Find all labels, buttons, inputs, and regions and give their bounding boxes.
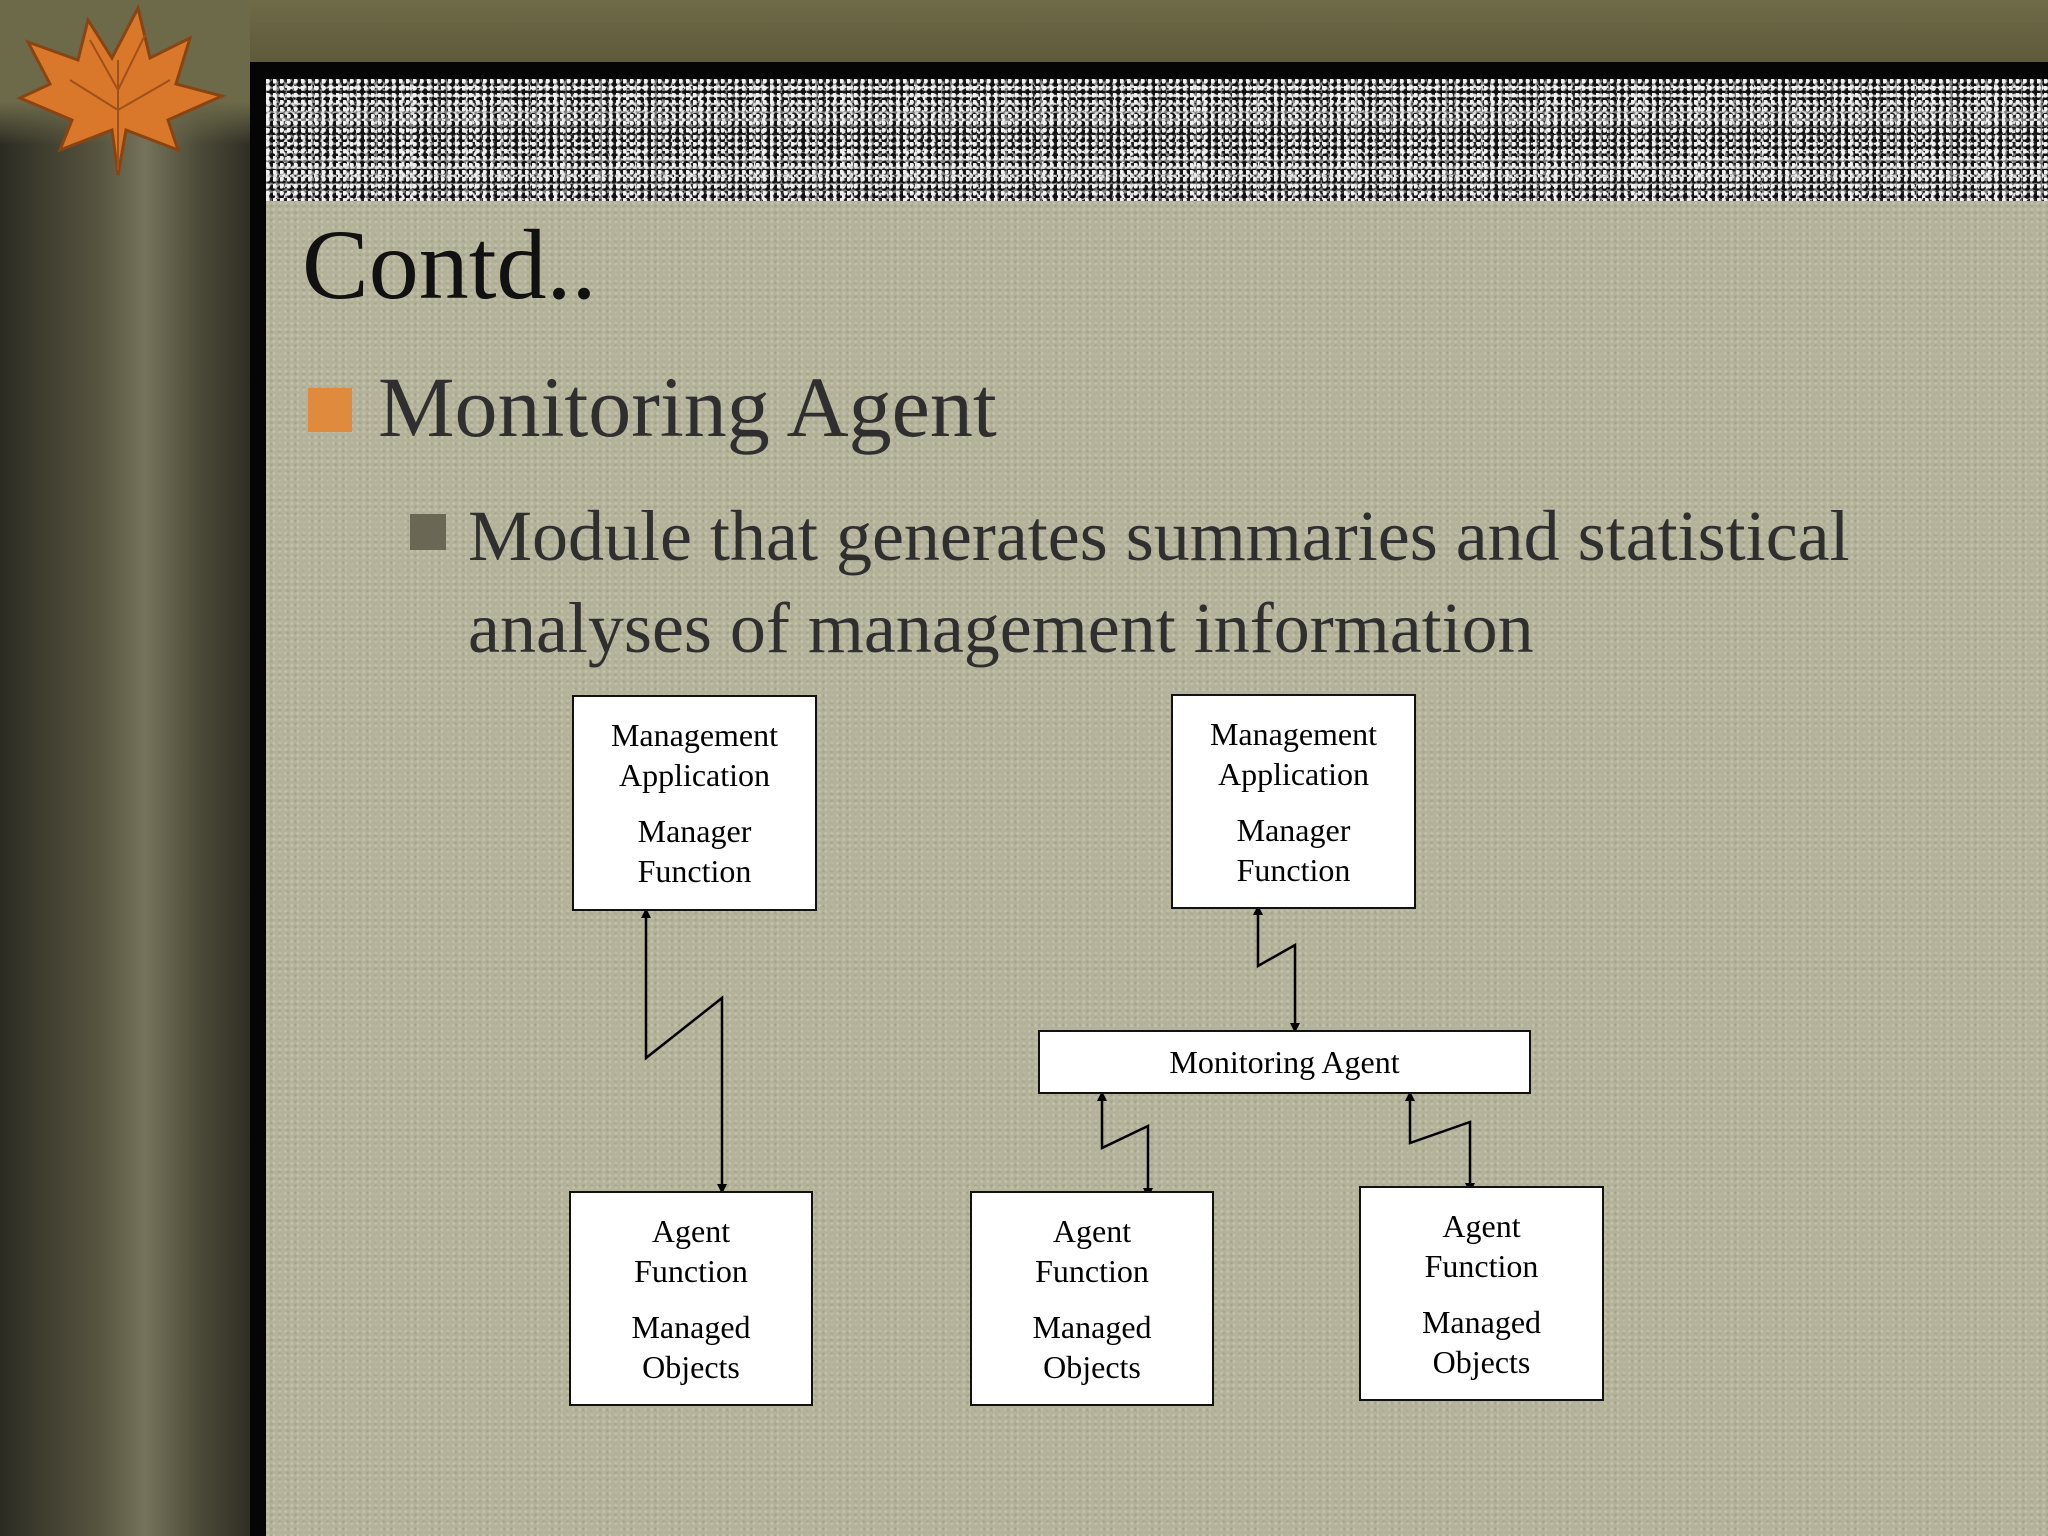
left-background-band: [0, 0, 250, 1536]
bullet-text: Monitoring Agent: [378, 359, 997, 455]
right-manager-box: Management Application Manager Function: [1171, 694, 1416, 909]
monitoring-agent-box: Monitoring Agent: [1038, 1030, 1531, 1094]
slide-title: Contd..: [302, 209, 597, 320]
left-agent-box: Agent Function Managed Objects: [569, 1191, 813, 1406]
sub-bullet-text: Module that generates summaries and stat…: [468, 496, 1850, 668]
orange-square-bullet-icon: [308, 388, 352, 432]
right-agent-box-1: Agent Function Managed Objects: [970, 1191, 1214, 1406]
maple-leaf-icon: [16, 3, 227, 176]
right-agent-box-2: Agent Function Managed Objects: [1359, 1186, 1604, 1401]
left-manager-box: Management Application Manager Function: [572, 695, 817, 911]
top-background-band: [0, 0, 2048, 62]
textured-header-band: [266, 79, 2048, 201]
gray-square-bullet-icon: [410, 514, 446, 550]
slide-content-area: [266, 201, 2048, 1536]
